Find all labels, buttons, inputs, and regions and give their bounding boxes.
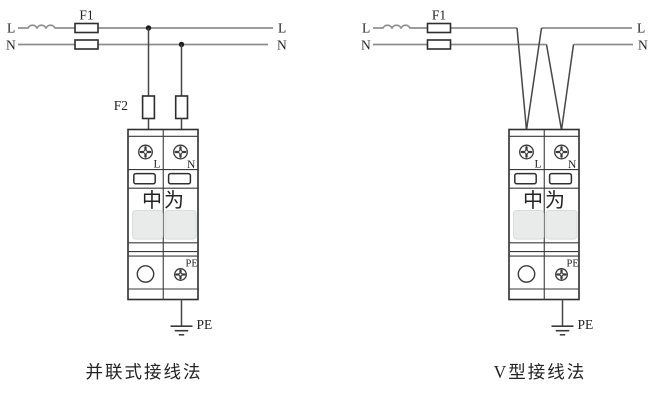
left-caption: 并联式接线法 xyxy=(86,362,203,382)
brand-label: 中为 xyxy=(142,189,186,212)
fuse-f2-l-icon xyxy=(141,95,156,120)
brand-label: 中为 xyxy=(523,189,567,212)
spd-device-left: L N 中为 PE xyxy=(127,128,199,301)
screw-center xyxy=(558,271,565,278)
fuse-f1-n-icon xyxy=(426,39,452,50)
module-insert-n xyxy=(164,210,197,240)
ground-pe-label: PE xyxy=(197,317,213,332)
pe-terminal-label: PE xyxy=(186,259,198,270)
v-drop-n-up xyxy=(560,44,575,131)
status-window-n xyxy=(167,172,192,185)
fuse-f1-n-icon xyxy=(74,39,99,50)
l-out-label: L xyxy=(278,21,286,36)
screw-center xyxy=(177,271,184,278)
screw-terminal-n-icon xyxy=(554,144,569,160)
module-insert-l xyxy=(513,210,545,240)
terminal-n-label: N xyxy=(187,159,196,171)
screw-terminal-l-icon xyxy=(519,144,534,160)
n-in-label: N xyxy=(6,38,16,53)
ground-pe-label: PE xyxy=(578,317,594,332)
ground-icon xyxy=(170,325,193,336)
screw-center xyxy=(523,149,530,155)
screw-center xyxy=(142,149,149,155)
module-insert-l xyxy=(132,210,164,240)
n-out-label: N xyxy=(277,38,287,53)
n-in-label: N xyxy=(361,38,371,53)
screw-center xyxy=(558,149,565,155)
pe-terminal-label: PE xyxy=(567,259,579,270)
terminal-n-label: N xyxy=(568,159,577,171)
fuse-f1-l-icon xyxy=(426,22,452,34)
f2-label: F2 xyxy=(114,98,128,113)
screw-terminal-pe-icon xyxy=(174,268,187,281)
v-drop-l-up xyxy=(525,27,543,131)
screw-terminal-n-icon xyxy=(173,144,188,160)
f1-label: F1 xyxy=(432,8,446,23)
spd-device-right: L N 中为 PE xyxy=(508,128,580,301)
terminal-l-label: L xyxy=(535,159,542,171)
right-caption: V型接线法 xyxy=(494,362,587,382)
status-window-l xyxy=(133,172,156,185)
screw-center xyxy=(177,149,184,155)
screw-terminal-pe-icon xyxy=(555,268,568,281)
ground-icon xyxy=(551,325,574,336)
v-drop-l-down xyxy=(516,27,528,131)
fuse-f1-l-icon xyxy=(74,22,99,34)
status-window-l xyxy=(514,172,537,185)
status-window-n xyxy=(548,172,573,185)
l-in-label: L xyxy=(7,21,15,36)
right-diagram: L N L N F1 L N xyxy=(361,8,648,383)
mount-hole-icon xyxy=(517,265,536,283)
fuse-f2-n-icon xyxy=(174,95,189,120)
inductor-icon xyxy=(27,24,56,29)
module-insert-n xyxy=(545,210,578,240)
n-out-label: N xyxy=(638,38,648,53)
l-in-label: L xyxy=(362,21,370,36)
terminal-l-label: L xyxy=(154,159,161,171)
inductor-icon xyxy=(382,24,411,29)
f1-label: F1 xyxy=(79,8,93,23)
screw-terminal-l-icon xyxy=(138,144,153,160)
v-drop-n-down xyxy=(545,44,563,131)
mount-hole-icon xyxy=(136,265,155,283)
l-out-label: L xyxy=(637,21,645,36)
left-diagram: L N L N F1 F2 L N xyxy=(6,8,287,383)
